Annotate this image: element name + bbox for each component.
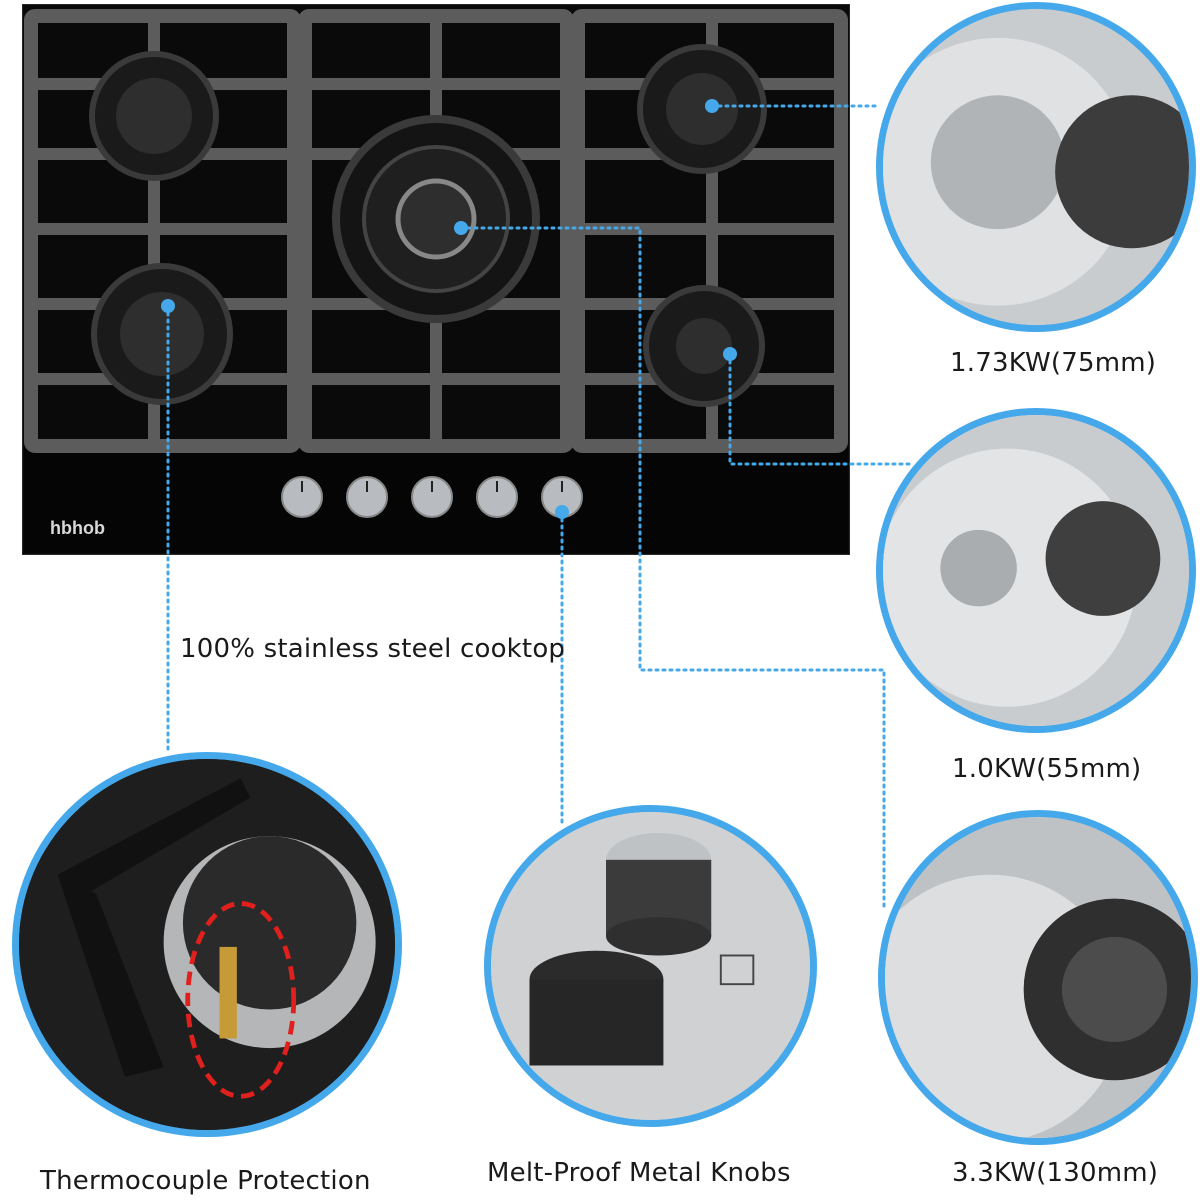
detail-circle-knob (484, 805, 817, 1127)
burner-detail-icon (883, 415, 1189, 726)
cooktop-image: hbhob (22, 4, 850, 555)
burner-detail-icon (883, 9, 1189, 325)
small-burner-bottom-spec: 1.0KW(55mm) (952, 754, 1142, 784)
detail-circle-large-burner (878, 810, 1198, 1145)
burner-detail-icon (885, 817, 1191, 1138)
detail-circle-small-burner-top (876, 2, 1196, 332)
detail-circle-thermocouple (12, 752, 402, 1137)
knob-detail-icon (491, 812, 810, 1120)
thermocouple-icon (19, 759, 395, 1130)
brand-logo: hbhob (50, 518, 105, 538)
large-burner-spec: 3.3KW(130mm) (952, 1158, 1159, 1188)
thermocouple-label: Thermocouple Protection (40, 1166, 371, 1196)
small-burner-top-spec: 1.73KW(75mm) (950, 348, 1157, 378)
detail-circle-small-burner-bottom (876, 408, 1196, 733)
knobs-label: Melt-Proof Metal Knobs (487, 1158, 791, 1188)
cooktop-material-label: 100% stainless steel cooktop (180, 634, 566, 664)
